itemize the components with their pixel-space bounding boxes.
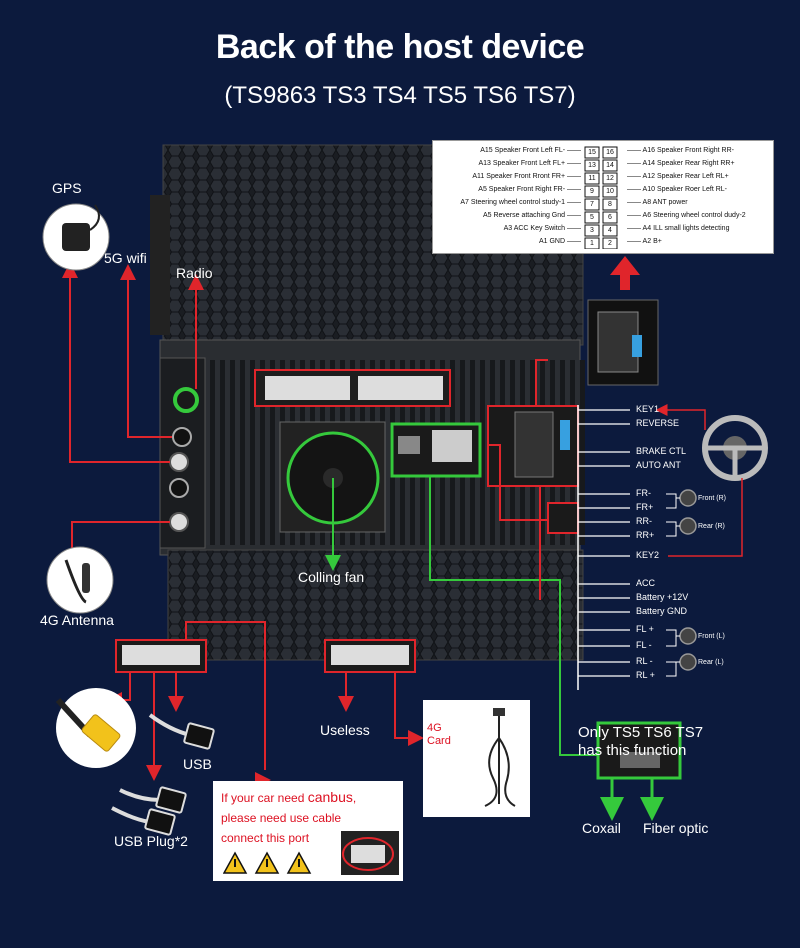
pin-number: 16 <box>606 149 614 156</box>
pin-number: 1 <box>590 240 594 247</box>
gps-port <box>169 452 189 472</box>
pin-left-row: A13 Speaker Front Left FL+ —— <box>478 160 581 167</box>
radio-label: Radio <box>176 265 213 281</box>
pin-right-row: —— A4 ILL small lights detecting <box>627 225 730 232</box>
optic-note-line1: Only TS5 TS6 TS7 <box>578 724 704 741</box>
wire-label: RL + <box>636 670 655 680</box>
warning-icons <box>223 851 312 874</box>
antenna-4g-icon <box>46 546 114 614</box>
pinout-table: A15 Speaker Front Left FL- —— A13 Speaker… <box>432 140 774 254</box>
pin-left-row: A5 Reverse attaching Gnd —— <box>482 212 581 219</box>
fan-label: Colling fan <box>298 569 365 585</box>
speaker-rear-l-label: Rear (L) <box>698 659 724 666</box>
radio-port <box>173 387 199 413</box>
wire-label: FR+ <box>636 502 654 512</box>
usb-cable-icon <box>148 713 215 750</box>
pin-right-row: —— A12 Speaker Rear Left RL+ <box>627 173 729 180</box>
canbus-line2: please need use cable <box>221 811 342 825</box>
wire-label: KEY2 <box>636 550 660 560</box>
antenna-label: 4G Antenna <box>40 612 114 628</box>
speaker-rear-r-label: Rear (R) <box>698 523 725 530</box>
pin-right-row: —— A2 B+ <box>627 238 662 245</box>
pin-left-row: A11 Speaker Front Rront FR+ —— <box>472 173 581 180</box>
wire-label: RR+ <box>636 530 655 540</box>
pin-right-row: —— A16 Speaker Front Right RR- <box>627 147 734 154</box>
wire-label: KEY1 <box>636 404 660 414</box>
useless-label: Useless <box>320 722 370 738</box>
wire-label: BRAKE CTL <box>636 446 687 456</box>
usb-label: USB <box>183 756 212 772</box>
wire-label: REVERSE <box>636 418 680 428</box>
wifi-port <box>172 427 192 447</box>
wire-label: AUTO ANT <box>636 460 681 470</box>
pin-number: 2 <box>608 240 612 247</box>
fiber-optic-label: Fiber optic <box>643 820 709 836</box>
wire-label: FL + <box>636 624 654 634</box>
pin-number: 15 <box>588 149 596 156</box>
pin-number: 12 <box>606 175 614 182</box>
up-arrow-icon <box>610 256 640 290</box>
pin-number: 6 <box>608 214 612 221</box>
wire-label: RR- <box>636 516 652 526</box>
optic-note-line2: has this function <box>578 742 687 759</box>
wire-label: FR- <box>636 488 651 498</box>
steering-wheel-icon <box>702 415 768 481</box>
card-4g-box: 4G Card <box>423 700 530 817</box>
usb-plug-label: USB Plug*2 <box>114 833 188 849</box>
pin-right-row: —— A8 ANT power <box>627 199 688 206</box>
pin-number: 10 <box>606 188 614 195</box>
pin-left-row: A7 Steering wheel control study-1 —— <box>460 199 581 206</box>
pin-number: 8 <box>608 201 612 208</box>
canbus-port-image <box>341 831 399 875</box>
pin-number: 5 <box>590 214 594 221</box>
wifi-label: 5G wifi <box>104 250 147 266</box>
gps-label: GPS <box>52 180 82 196</box>
canbus-line1: If your car need canbus, <box>221 789 357 805</box>
pin-left-row: A1 GND —— <box>538 238 581 245</box>
antenna-4g-port <box>169 512 189 532</box>
coaxial-label: Coxail <box>582 820 621 836</box>
pin-number: 14 <box>606 162 614 169</box>
pin-number: 9 <box>590 188 594 195</box>
usb-plug-cables-icon <box>111 786 187 836</box>
wire-label: RL - <box>636 656 653 666</box>
speaker-front-l-label: Front (L) <box>698 633 725 640</box>
pin-number: 4 <box>608 227 612 234</box>
wire-label: Battery +12V <box>636 592 689 602</box>
wire-label: ACC <box>636 578 656 588</box>
pin-number: 3 <box>590 227 594 234</box>
pin-right-row: —— A14 Speaker Rear Right RR+ <box>627 160 735 167</box>
pin-left-row: A5 Speaker Front Right FR- —— <box>478 186 581 193</box>
pin-number: 13 <box>588 162 596 169</box>
pin-left-row: A15 Speaker Front Left FL- —— <box>480 147 581 154</box>
pin-left-row: A3 ACC Key Switch —— <box>503 225 581 232</box>
wire-label: FL - <box>636 640 652 650</box>
pin-right-row: —— A10 Speaker Roer Left RL- <box>627 186 727 193</box>
page-title: Back of the host device <box>215 28 585 66</box>
card-4g-label: 4G Card <box>427 722 451 747</box>
wire-label: Battery GND <box>636 606 688 616</box>
canbus-note-box: If your car need canbus, please need use… <box>213 781 403 881</box>
page-subtitle: (TS9863 TS3 TS4 TS5 TS6 TS7) <box>224 82 576 109</box>
speaker-front-r-label: Front (R) <box>698 495 726 502</box>
canbus-line3: connect this port <box>221 831 310 845</box>
pin-right-row: —— A6 Steering wheel control dudy-2 <box>627 212 746 219</box>
pin-number: 7 <box>590 201 594 208</box>
pin-number: 11 <box>588 175 596 182</box>
optic-output-box <box>596 721 682 780</box>
